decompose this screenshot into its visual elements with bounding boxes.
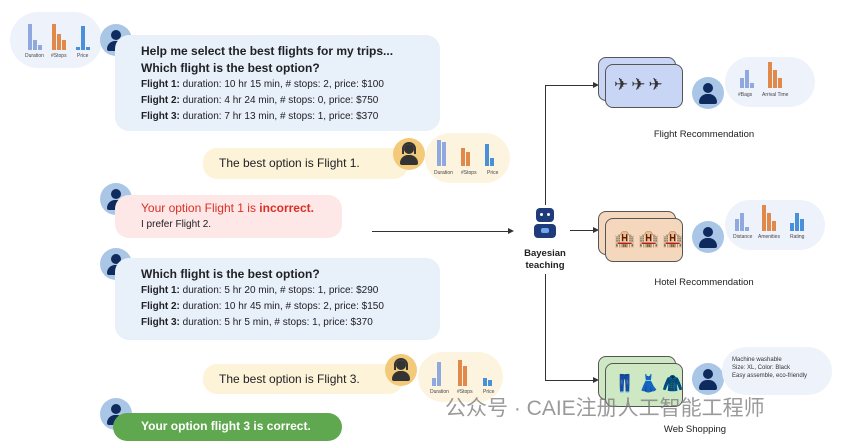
- pref-label: #Stops: [461, 170, 477, 176]
- agent-answer-2: The best option is Flight 3.: [203, 364, 403, 394]
- web-shopping-label: Web Shopping: [663, 424, 727, 435]
- pref-label: Duration: [430, 389, 449, 395]
- hotel-card: 🏨🏨🏨: [605, 218, 684, 262]
- branch-line: [545, 85, 546, 205]
- pref-label: #Bags: [738, 92, 753, 98]
- user-preference-cloud: [10, 12, 102, 68]
- stops-bars: [458, 360, 467, 386]
- bags-bars: [740, 62, 754, 88]
- branch-line: [545, 380, 595, 381]
- shopping-pref-cloud: [722, 347, 832, 395]
- amenities-bars: [762, 205, 776, 231]
- stops-bars: [461, 140, 470, 166]
- flight-recommendation-label: Flight Recommendation: [653, 129, 755, 140]
- pref-label: Rating: [790, 234, 805, 240]
- question-title: Which flight is the best option?: [141, 61, 320, 75]
- branch-line: [570, 230, 595, 231]
- agent-answer-1: The best option is Flight 1.: [203, 148, 408, 179]
- pref-label: Price: [487, 170, 499, 176]
- hotel-icon: 🏨🏨🏨: [614, 229, 687, 248]
- flight-card: ✈✈✈: [605, 64, 683, 108]
- price-bars: [483, 360, 492, 386]
- user-feedback-1: Your option Flight 1 is incorrect. I pre…: [115, 195, 342, 238]
- pref-label: Duration: [434, 170, 453, 176]
- pref-label: Amenities: [758, 234, 780, 240]
- flight-option: Flight 1: duration: 10 hr 15 min, # stop…: [141, 79, 384, 90]
- branch-line: [545, 274, 546, 380]
- feedback-text: Your option Flight 1 is incorrect.: [141, 201, 314, 215]
- user-feedback-2: Your option flight 3 is correct.: [113, 413, 342, 441]
- pref-label: #Stops: [51, 53, 67, 59]
- agent-avatar: [385, 354, 417, 386]
- arrowhead: [593, 227, 599, 233]
- arrow-to-teacher: [372, 231, 510, 232]
- stops-bars: [52, 22, 66, 50]
- arrowhead: [508, 228, 514, 234]
- pref-label: Arrival Time: [762, 92, 789, 98]
- flight-option: Flight 3: duration: 5 hr 5 min, # stops:…: [141, 317, 373, 328]
- user-question-1: Help me select the best flights for my t…: [115, 35, 440, 131]
- price-bars: [485, 140, 494, 166]
- pref-label: Distance: [733, 234, 753, 240]
- pref-label: Price: [77, 53, 89, 59]
- flight-option: Flight 2: duration: 10 hr 45 min, # stop…: [141, 301, 384, 312]
- clothing-icon: 👖👗🧥: [614, 374, 687, 393]
- pref-label: Duration: [25, 53, 44, 59]
- agent-avatar: [393, 138, 425, 170]
- arrowhead: [593, 377, 599, 383]
- user-avatar: [692, 363, 724, 395]
- watermark: 公众号 · CAIE注册人工智能工程师: [445, 397, 765, 420]
- duration-bars: [432, 360, 441, 386]
- robot-icon: [532, 208, 558, 244]
- duration-bars: [28, 22, 42, 50]
- flight-option: Flight 1: duration: 5 hr 20 min, # stops…: [141, 285, 379, 296]
- arrowhead: [593, 82, 599, 88]
- rating-bars: [790, 205, 804, 231]
- user-avatar: [692, 77, 724, 109]
- price-bars: [76, 22, 90, 50]
- question-title: Help me select the best flights for my t…: [141, 44, 394, 58]
- airplane-icon: ✈✈✈: [614, 75, 666, 94]
- pref-label: #Stops: [457, 389, 473, 395]
- flight-option: Flight 2: duration: 4 hr 24 min, # stops…: [141, 95, 379, 106]
- duration-bars: [437, 140, 446, 166]
- pref-label: Price: [483, 389, 495, 395]
- hotel-recommendation-label: Hotel Recommendation: [654, 277, 754, 288]
- question-title: Which flight is the best option?: [141, 267, 320, 281]
- distance-bars: [735, 205, 749, 231]
- user-avatar: [692, 221, 724, 253]
- branch-line: [545, 85, 595, 86]
- shopping-card: 👖👗🧥: [605, 363, 684, 407]
- feedback-detail: I prefer Flight 2.: [141, 219, 212, 230]
- user-question-2: Which flight is the best option? Flight …: [115, 258, 440, 340]
- arrival-bars: [768, 62, 782, 88]
- flight-option: Flight 3: duration: 7 hr 13 min, # stops…: [141, 111, 379, 122]
